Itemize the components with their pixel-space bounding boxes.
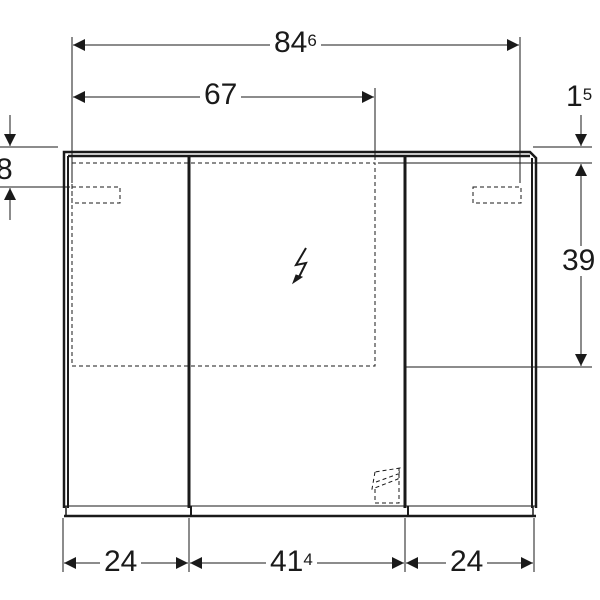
dim-overall-width: 846 [270, 28, 321, 58]
cabinet-body [62, 150, 538, 518]
dim-door-center: 414 [266, 547, 317, 577]
dimension-lines [0, 37, 592, 572]
hidden-lines [71, 162, 522, 504]
dim-partial-width: 67 [200, 80, 242, 110]
dim-top-offset-right: 15 [562, 82, 597, 112]
electrical-symbol-icon [291, 247, 308, 285]
dim-door-left: 24 [100, 547, 142, 577]
dim-top-offset-left: 8 [0, 155, 13, 185]
dim-height: 39 [558, 246, 600, 276]
dim-door-right: 24 [446, 547, 488, 577]
